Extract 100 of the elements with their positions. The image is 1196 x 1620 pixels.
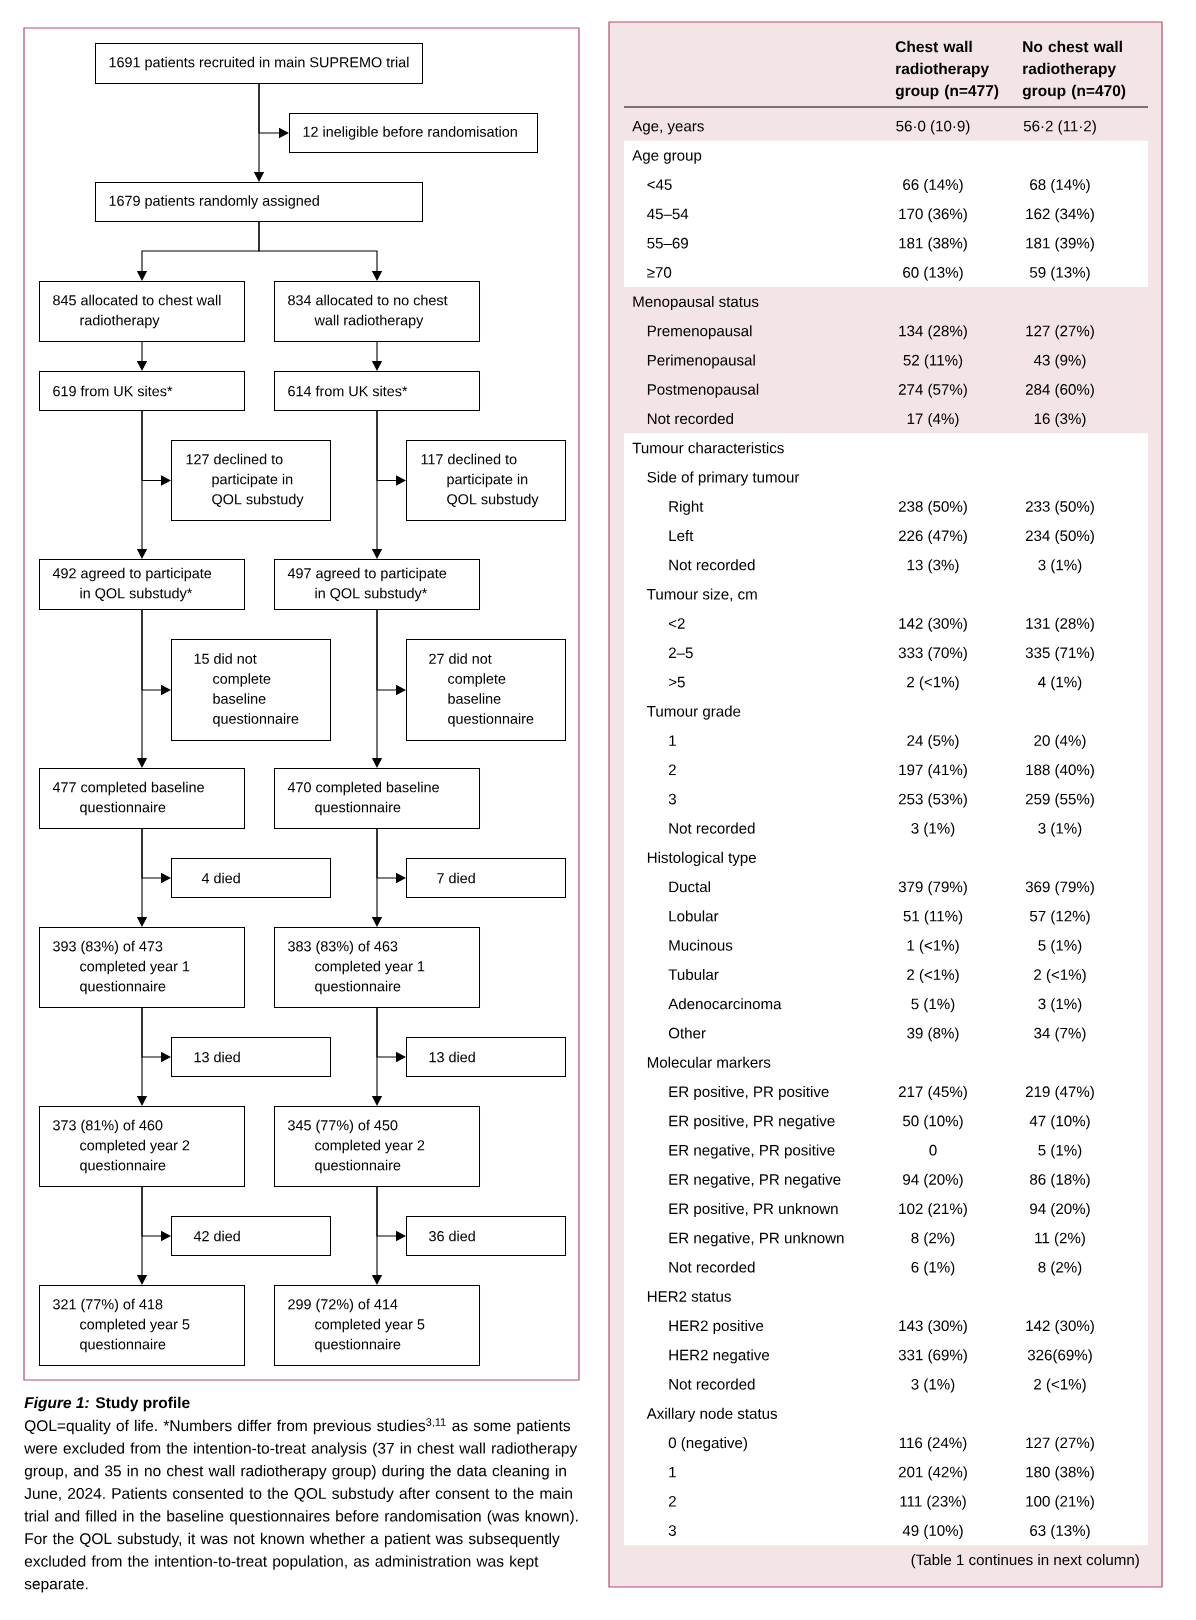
group-heading: Menopausal status [633, 295, 759, 310]
flow-box: 1679 patients randomly assigned [95, 182, 423, 222]
exclusion-box: 13 died [171, 1037, 331, 1077]
value-text: 219 (47%) [1025, 1085, 1094, 1100]
value-text: 326(69%) [1027, 1349, 1092, 1364]
row-label: 45–54 [647, 208, 689, 220]
value-text: 3 (1%) [911, 822, 955, 837]
value-text: 56·2 (11·2) [1023, 120, 1096, 135]
value-text: 234 (50%) [1025, 530, 1094, 545]
exclusion-box: 4 died [171, 858, 331, 898]
row-label: ER negative, PR unknown [669, 1232, 844, 1247]
row-label: >5 [668, 676, 685, 688]
row-label: Tubular [668, 968, 719, 980]
value-text: 94 (20%) [903, 1173, 963, 1188]
flow-box: 619 from UK sites* [39, 371, 245, 411]
flow-box: 383 (83%) of 463 completed year 1 questionnaire [274, 927, 480, 1008]
flow-box: 345 (77%) of 450 completed year 2 questionnaire [274, 1106, 480, 1187]
flow-box: 614 from UK sites* [274, 371, 480, 411]
value-text: 2 (<1%) [907, 676, 959, 691]
value-text: 39 (8%) [907, 1027, 959, 1042]
flow-box: 470 completed baseline questionnaire [274, 768, 480, 829]
exclusion-box: 7 died [406, 858, 566, 898]
value-text: 102 (21%) [899, 1203, 967, 1218]
value-text: 188 (40%) [1026, 764, 1094, 779]
value-text: 5 (1%) [1038, 1144, 1082, 1159]
value-text: 60 (13%) [903, 266, 963, 281]
row-label: Left [669, 530, 694, 542]
value-text: 142 (30%) [899, 617, 967, 632]
value-text: 17 (4%) [907, 412, 959, 428]
group-heading: HER2 status [647, 1291, 731, 1302]
value-text: 4 (1%) [1038, 676, 1082, 691]
row-label: Not recorded [669, 559, 755, 571]
row-label: Not recorded [669, 1261, 755, 1273]
group-heading: Tumour size, cm [647, 588, 757, 602]
group-heading: Age group [632, 150, 702, 164]
value-text: 8 (2%) [911, 1232, 955, 1247]
value-text: 131 (28%) [1026, 617, 1094, 632]
value-text: 369 (79%) [1025, 881, 1094, 896]
value-text: 63 (13%) [1030, 1524, 1090, 1539]
exclusion-box: 36 died [406, 1216, 566, 1256]
row-label: 2 [668, 1496, 676, 1507]
value-text: 86 (18%) [1030, 1173, 1090, 1188]
row-label: Age, years [632, 120, 704, 135]
value-text: 233 (50%) [1025, 500, 1094, 515]
value-text: 3 (1%) [911, 1378, 955, 1393]
value-text: 94 (20%) [1030, 1203, 1090, 1218]
value-text: 111 (23%) [900, 1495, 966, 1510]
group-heading: Histological type [647, 851, 756, 866]
value-text: 2 (<1%) [1034, 968, 1086, 983]
row-label: ER positive, PR positive [669, 1085, 829, 1100]
value-text: 127 (27%) [1026, 1437, 1094, 1452]
value-text: 253 (53%) [898, 793, 967, 808]
value-text: 1 (<1%) [907, 939, 959, 954]
value-text: 5 (1%) [911, 998, 955, 1013]
value-text: 226 (47%) [898, 530, 967, 545]
row-label: Postmenopausal [647, 383, 759, 398]
row-label: Perimenopausal [647, 354, 755, 369]
exclusion-box: 42 died [171, 1216, 331, 1256]
value-text: 52 (11%) [903, 354, 963, 369]
row-label: 0 (negative) [668, 1437, 747, 1452]
flow-box: 299 (72%) of 414 completed year 5 questionnaire [274, 1285, 480, 1366]
row-label: Ductal [669, 881, 710, 893]
value-text: 162 (34%) [1026, 208, 1094, 223]
value-text: 170 (36%) [899, 208, 967, 223]
row-label: ER positive, PR negative [669, 1115, 835, 1130]
row-label: 3 [668, 1525, 676, 1536]
value-text: 24 (5%) [907, 734, 959, 749]
value-text: 16 (3%) [1034, 412, 1086, 428]
row-label: Other [668, 1027, 706, 1039]
value-text: 2 (<1%) [907, 968, 959, 983]
value-text: 2 (<1%) [1034, 1378, 1086, 1393]
flow-box: 321 (77%) of 418 completed year 5 questionnaire [39, 1285, 245, 1366]
row-label: Not recorded [669, 822, 755, 834]
value-text: 47 (10%) [1029, 1115, 1090, 1130]
value-text: 5 (1%) [1038, 939, 1082, 954]
flow-box: 845 allocated to chest wall radiotherapy [39, 281, 245, 342]
exclusion-box: 117 declined to participate in QOL substudy [406, 440, 566, 521]
value-text: 8 (2%) [1038, 1261, 1082, 1276]
row-label: ER negative, PR positive [669, 1144, 835, 1159]
value-text: 217 (45%) [898, 1085, 967, 1100]
value-text: 59 (13%) [1030, 266, 1090, 281]
value-text: 379 (79%) [898, 881, 967, 896]
row-label: 1 [669, 735, 676, 746]
value-text: 3 (1%) [1038, 822, 1082, 837]
flow-box: 373 (81%) of 460 completed year 2 questionnaire [39, 1106, 245, 1187]
group-heading: Molecular markers [647, 1056, 771, 1068]
value-text: 11 (2%) [1035, 1232, 1085, 1247]
value-text: 259 (55%) [1025, 793, 1094, 808]
value-text: 3 (1%) [1038, 559, 1082, 574]
caption-text: QOL=quality of life. *Numbers differ from previous studies$^{3,11}$ as some patients were excluded from the intention-to-treat analysis (37 in chest wall radiotherapy group, and 35 in no chest wall radiotherapy group) during the data cleaning in June, 2024. Patients consented to the QOL substudy after consent to the main trial and filled in the baseline questionnaires before randomisation (was known). For the QOL substudy, it was not known whether a patient was subsequently excluded from the intention-to-treat population, as administration was kept separate. [24, 1418, 578, 1593]
row-label: 3 [668, 793, 676, 805]
value-text: 181 (38%) [899, 237, 967, 252]
arrow [376, 410, 406, 486]
value-text: 238 (50%) [898, 500, 967, 515]
row-label: HER2 positive [669, 1320, 764, 1335]
row-label: Right [669, 500, 704, 515]
value-text: 143 (30%) [899, 1320, 967, 1335]
value-text: 197 (41%) [899, 764, 967, 779]
value-text: 3 (1%) [1038, 998, 1082, 1013]
row-label: <2 [668, 618, 685, 629]
